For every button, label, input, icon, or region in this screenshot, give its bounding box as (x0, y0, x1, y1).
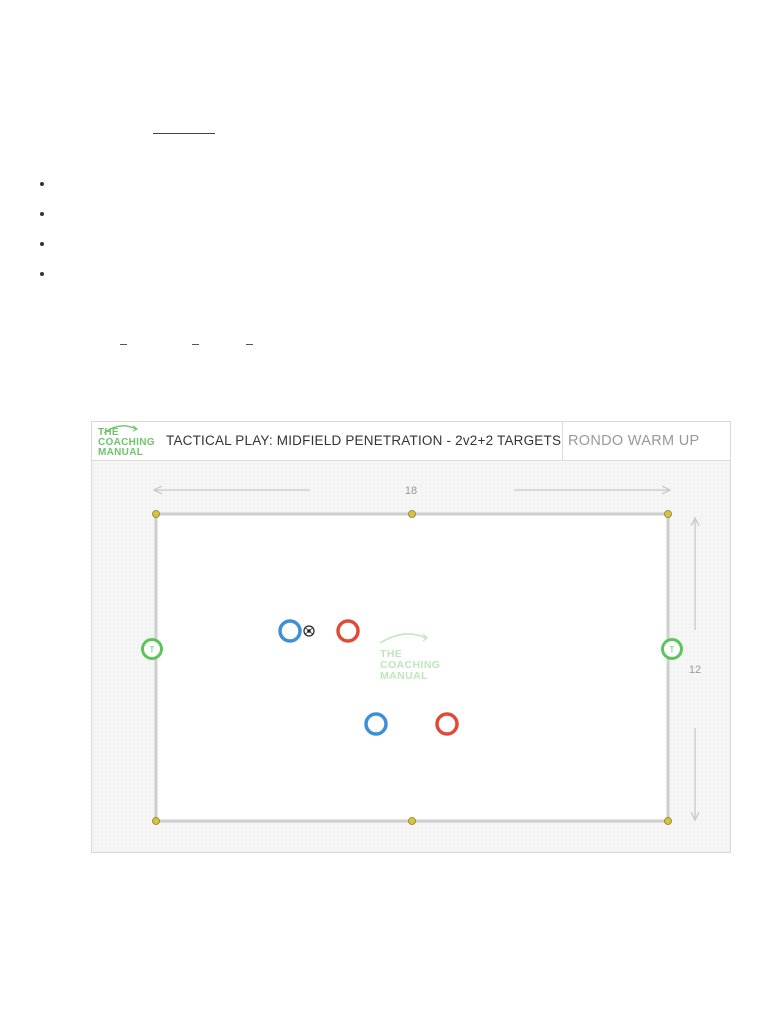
cones (152, 510, 672, 825)
watermark-line-2: COACHING (380, 659, 440, 671)
cone-marker (152, 817, 160, 825)
red-player (336, 619, 360, 643)
cone-marker (152, 510, 160, 518)
coaching-manual-logo: THE COACHING MANUAL (98, 425, 164, 460)
logo-line-2: COACHING (98, 437, 155, 448)
ball-icon (303, 625, 315, 637)
diagram-subtitle: RONDO WARM UP (568, 433, 700, 449)
target-label: T (150, 646, 155, 655)
watermark-line-3: MANUAL (380, 670, 428, 682)
diagram-title: TACTICAL PLAY: MIDFIELD PENETRATION - 2v… (166, 433, 562, 448)
dash-mark (192, 344, 199, 345)
blue-player (364, 712, 388, 736)
width-label: 18 (405, 485, 417, 497)
logo-line-1: THE (98, 427, 119, 438)
bullet-item (38, 266, 48, 296)
dash-mark (246, 344, 253, 345)
cone-marker (664, 817, 672, 825)
playing-area (154, 512, 670, 823)
target-player-right: T (661, 638, 683, 660)
logo-line-3: MANUAL (98, 447, 144, 458)
diagram-header: THE COACHING MANUAL TACTICAL PLAY: MIDFI… (92, 422, 730, 461)
cone-marker (408, 817, 416, 825)
height-label: 12 (689, 664, 701, 676)
cone-marker (408, 510, 416, 518)
target-player-left: T (141, 638, 163, 660)
bullet-list (38, 176, 48, 296)
red-player (435, 712, 459, 736)
bullet-item (38, 176, 48, 206)
cone-marker (664, 510, 672, 518)
dash-mark (120, 344, 127, 345)
watermark-line-1: THE (380, 648, 402, 660)
blue-player (278, 619, 302, 643)
watermark-logo: THE COACHING MANUAL (379, 633, 440, 682)
pitch-svg: 18 12 THE COACHING MANUAL (141, 485, 701, 825)
underlined-text-stub (153, 133, 215, 134)
target-label: T (670, 646, 675, 655)
logo-arc-icon (103, 425, 139, 434)
drill-diagram: THE COACHING MANUAL TACTICAL PLAY: MIDFI… (91, 421, 731, 853)
bullet-item (38, 206, 48, 236)
bullet-item (38, 236, 48, 266)
header-divider (562, 422, 563, 460)
